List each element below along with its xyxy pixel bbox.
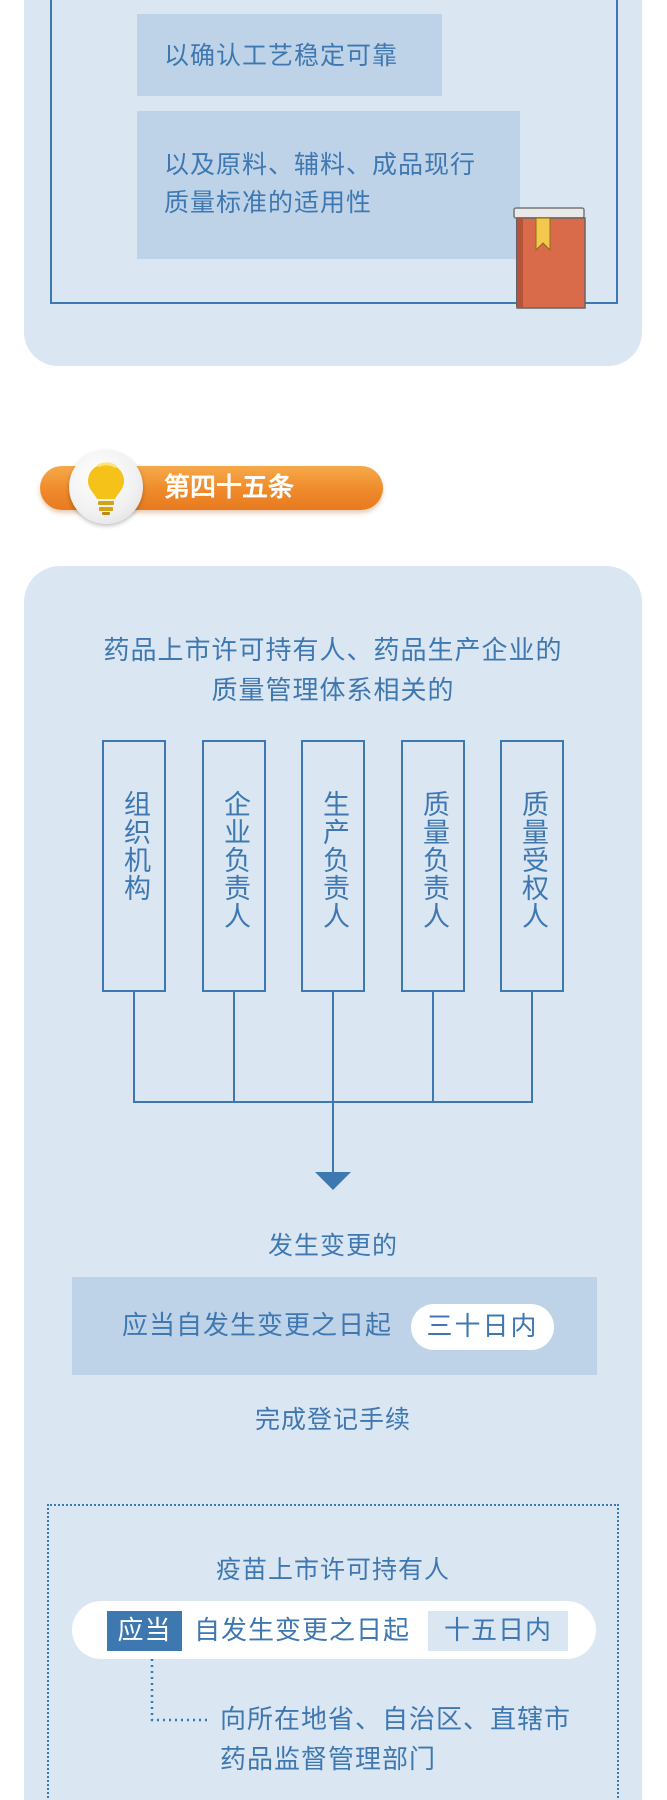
standards-text-line-2: 质量标准的适用性 — [164, 188, 373, 217]
lightbulb-icon — [69, 450, 143, 524]
intro-line-2: 质量管理体系相关的 — [211, 676, 455, 706]
vaccine-title: 疫苗上市许可持有人 — [215, 1555, 450, 1584]
report-target-text: 向所在地省、自治区、直辖市 药品监督管理部门 — [220, 1700, 600, 1780]
role-box-production-head: 生产负责人 — [301, 740, 365, 992]
deadline-text: 应当自发生变更之日起 — [122, 1311, 393, 1341]
should-tag: 应当 — [107, 1611, 182, 1651]
deadline-days-badge: 三十日内 — [411, 1304, 554, 1350]
book-icon — [513, 207, 586, 309]
process-stable-text: 以确认工艺稳定可靠 — [164, 41, 399, 70]
since-text: 自发生变更之日起 — [194, 1616, 411, 1646]
role-label: 组织机构 — [119, 790, 150, 902]
standards-text-line-1: 以及原料、辅料、成品现行 — [164, 150, 477, 179]
intro-line-1: 药品上市许可持有人、药品生产企业的 — [103, 636, 563, 666]
role-box-quality-head: 质量负责人 — [401, 740, 465, 992]
report-line-2: 药品监督管理部门 — [220, 1745, 437, 1775]
role-label: 质量受权人 — [517, 790, 548, 930]
process-stable-box: 以确认工艺稳定可靠 — [137, 14, 442, 96]
role-label: 生产负责人 — [318, 790, 349, 930]
role-label: 企业负责人 — [219, 790, 250, 930]
role-box-org: 组织机构 — [102, 740, 166, 992]
role-label: 质量负责人 — [418, 790, 449, 930]
standards-box: 以及原料、辅料、成品现行 质量标准的适用性 — [137, 111, 520, 259]
role-box-qualified-person: 质量受权人 — [500, 740, 564, 992]
vaccine-days-badge: 十五日内 — [428, 1611, 568, 1651]
article-title: 第四十五条 — [164, 473, 295, 503]
change-label: 发生变更的 — [267, 1231, 398, 1260]
report-line-1: 向所在地省、自治区、直辖市 — [220, 1705, 572, 1735]
vaccine-dotted-box — [47, 1504, 619, 1800]
complete-label: 完成登记手续 — [254, 1405, 411, 1434]
top-frame — [50, 0, 618, 304]
role-box-enterprise-head: 企业负责人 — [202, 740, 266, 992]
